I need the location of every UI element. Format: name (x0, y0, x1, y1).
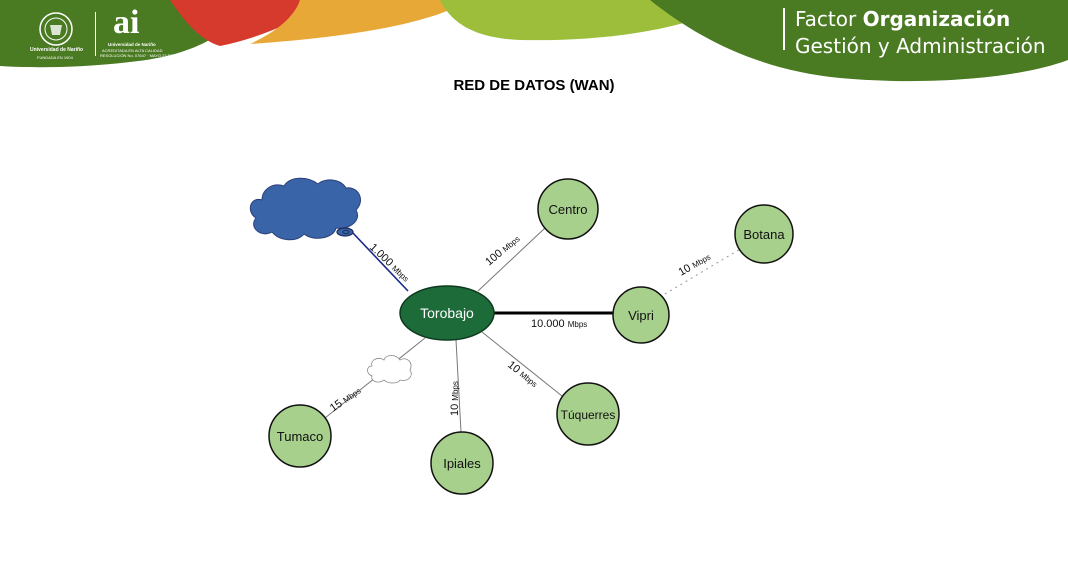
node-ipiales: Ipiales (430, 431, 494, 495)
brand-line-1: Factor Organización (795, 7, 1011, 31)
node-tuquerres: Túquerres (556, 382, 620, 446)
node-label-botana: Botana (743, 227, 785, 242)
node-label-tumaco: Tumaco (277, 429, 323, 444)
link-ipiales (455, 339, 462, 433)
internet-cloud-icon (249, 177, 361, 241)
link-label-centro: 100 Mbps (483, 233, 522, 269)
link-label-internet: 1.000 Mbps (367, 241, 412, 284)
brand-divider (783, 8, 785, 50)
accreditation-logo: ai (113, 4, 140, 41)
link-label-botana: 10 Mbps (677, 251, 713, 279)
accreditation-caption-1: Universidad de Nariño (108, 42, 156, 47)
university-name: Universidad de Nariño (30, 47, 84, 53)
node-botana: Botana (734, 204, 794, 264)
accreditation-caption-3: RESOLUCIÓN No. 07647 · MAYO 23 DE 2017 (100, 53, 184, 58)
brand-line-2: Gestión y Administración (795, 34, 1046, 58)
link-label-tumaco: 15 Mbps (328, 385, 363, 415)
wan-cloud-icon (367, 355, 412, 384)
node-vipri: Vipri (612, 286, 670, 344)
node-label-ipiales: Ipiales (443, 456, 481, 471)
node-label-tuquerres: Túquerres (561, 408, 616, 422)
link-centro (477, 227, 546, 292)
node-hub-torobajo: Torobajo (399, 285, 495, 341)
link-internet (351, 231, 409, 292)
page-title: RED DE DATOS (WAN) (453, 77, 615, 94)
node-centro: Centro (537, 178, 599, 240)
university-founded: FUNDADA EN 1904 (37, 55, 73, 60)
header-background (0, 0, 1068, 82)
university-crest-icon (39, 12, 73, 46)
node-label-centro: Centro (548, 202, 587, 217)
hub-label: Torobajo (420, 305, 474, 321)
link-label-vipri: 10.000 Mbps (531, 318, 587, 330)
logo-divider (95, 12, 96, 56)
node-label-vipri: Vipri (628, 308, 654, 323)
link-tuquerres (481, 331, 563, 397)
accreditation-caption-2: ACREDITADA EN ALTA CALIDAD (102, 48, 163, 53)
node-tumaco: Tumaco (268, 404, 332, 468)
link-label-ipiales: 10 Mbps (449, 381, 461, 416)
header-banner: Universidad de Nariño FUNDADA EN 1904 ai… (0, 0, 1068, 90)
